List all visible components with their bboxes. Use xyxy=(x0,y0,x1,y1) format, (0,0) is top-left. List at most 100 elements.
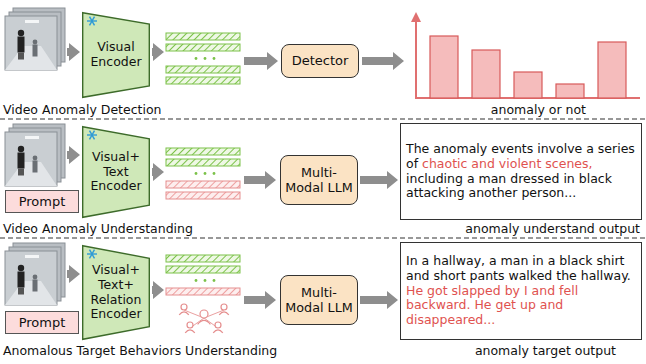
hallway-floor xyxy=(5,281,57,305)
caption-label: Video Anomaly Understanding xyxy=(3,221,193,236)
flow-arrow xyxy=(152,163,164,181)
output-sentence: He got slapped by I and fell backward. H… xyxy=(406,283,578,328)
text-block: Prompt xyxy=(10,194,74,209)
hallway-floor xyxy=(5,46,57,70)
text-block: Visual+ Text+ Relation Encoder xyxy=(87,263,145,322)
person-icon-body xyxy=(219,312,229,315)
axis-head xyxy=(411,12,421,22)
node-label: Multi-Modal LLM xyxy=(285,165,353,195)
feature-token xyxy=(166,288,240,295)
text-block: Visual+ Text Encoder xyxy=(87,150,145,194)
frozen-snowflake xyxy=(90,17,95,26)
feature-token xyxy=(166,33,240,40)
ellipsis-dot xyxy=(213,57,216,60)
person-icon-head xyxy=(215,322,221,328)
flow-arrow xyxy=(362,52,404,70)
person-icon-head xyxy=(181,304,187,310)
ceiling-light xyxy=(25,20,39,23)
person-legs xyxy=(18,288,24,295)
score-bar xyxy=(514,72,542,98)
output-text-box: The anomaly events involve a series of c… xyxy=(400,123,642,220)
person-body xyxy=(18,272,25,288)
caption-label: Video Anomaly Detection xyxy=(3,102,162,117)
flow-arrow xyxy=(360,171,398,189)
person-head xyxy=(18,30,24,36)
hallway-floor xyxy=(5,162,57,186)
caption-label: anomaly or not xyxy=(491,102,586,117)
feature-token xyxy=(166,44,240,51)
person-body xyxy=(18,153,25,169)
encoder-outline xyxy=(83,13,150,98)
flow-arrow xyxy=(244,171,276,189)
encoder-trapezoid: Visual+ Text+ Relation Encoder xyxy=(82,245,150,340)
person-body xyxy=(33,45,38,57)
score-bar xyxy=(598,42,626,98)
node-label: Visual+ Text Encoder xyxy=(87,150,145,194)
ellipsis-dot xyxy=(204,172,207,175)
detector-box: Detector xyxy=(281,44,359,78)
flow-arrow xyxy=(67,43,80,61)
ellipsis-dot xyxy=(213,172,216,175)
ceiling-light xyxy=(25,255,39,258)
flow-arrow xyxy=(152,281,164,299)
prompt-box: Prompt xyxy=(5,311,79,334)
text-block: The anomaly events involve a series of c… xyxy=(406,142,636,201)
encoder-trapezoid: Visual+ Text Encoder xyxy=(82,126,150,218)
chart-axis xyxy=(416,16,640,98)
output-text-box: In a hallway, a man in a black shirt and… xyxy=(400,242,642,340)
frozen-snowflake xyxy=(90,250,95,259)
output-sentence: In a hallway, a man in a black shirt and… xyxy=(406,253,631,283)
feature-token xyxy=(166,77,240,84)
text-block: In a hallway, a man in a black shirt and… xyxy=(406,254,636,328)
ceiling-light xyxy=(25,136,39,139)
ellipsis-dot xyxy=(195,279,198,282)
feature-token xyxy=(166,181,240,188)
caption-label: Anomalous Target Behaviors Understanding xyxy=(3,343,277,358)
flow-arrow xyxy=(67,146,80,164)
node-label: Prompt xyxy=(10,194,74,209)
feature-token xyxy=(166,148,240,155)
feature-token xyxy=(166,159,240,166)
score-bar xyxy=(472,50,500,98)
flow-arrow xyxy=(244,291,276,309)
score-bar xyxy=(430,36,458,98)
person-head xyxy=(33,275,38,280)
llm-box: Multi-Modal LLM xyxy=(280,275,358,325)
frozen-snowflake xyxy=(90,131,95,140)
person-icon-body xyxy=(185,330,195,333)
person-icon-head xyxy=(221,304,227,310)
caption-label: anomaly understand output xyxy=(465,221,640,236)
person-legs xyxy=(18,53,24,60)
score-bar xyxy=(556,84,584,98)
text-block: Multi-Modal LLM xyxy=(285,165,353,195)
ellipsis-dot xyxy=(204,279,207,282)
frozen-snowflake xyxy=(90,17,95,26)
video-frame xyxy=(5,251,57,305)
frozen-snowflake xyxy=(90,250,95,259)
output-sentence: including a man dressed in black attacki… xyxy=(406,171,612,201)
feature-token xyxy=(166,192,240,199)
ellipsis-dot xyxy=(195,57,198,60)
flow-arrow xyxy=(360,291,398,309)
output-sentence: chaotic and violent scenes, xyxy=(422,156,592,171)
person-body xyxy=(33,161,38,173)
encoder-outline xyxy=(83,127,150,218)
flow-arrow xyxy=(244,52,278,70)
caption-label: anomaly target output xyxy=(475,343,616,358)
feature-token xyxy=(166,66,240,73)
person-icon-head xyxy=(200,310,208,318)
person-icon-body xyxy=(179,312,189,315)
node-label: Prompt xyxy=(10,315,74,330)
text-block: Detector xyxy=(286,53,354,68)
node-label: Visual+ Text+ Relation Encoder xyxy=(87,263,145,322)
flow-arrow xyxy=(152,43,164,61)
person-body xyxy=(18,37,25,53)
ellipsis-dot xyxy=(213,279,216,282)
llm-box: Multi-Modal LLM xyxy=(280,155,358,205)
text-block: Multi-Modal LLM xyxy=(285,285,353,315)
row-separator xyxy=(0,118,646,119)
text-block: Visual Encoder xyxy=(87,40,145,70)
person-head xyxy=(18,265,24,271)
node-label: Detector xyxy=(286,53,354,68)
